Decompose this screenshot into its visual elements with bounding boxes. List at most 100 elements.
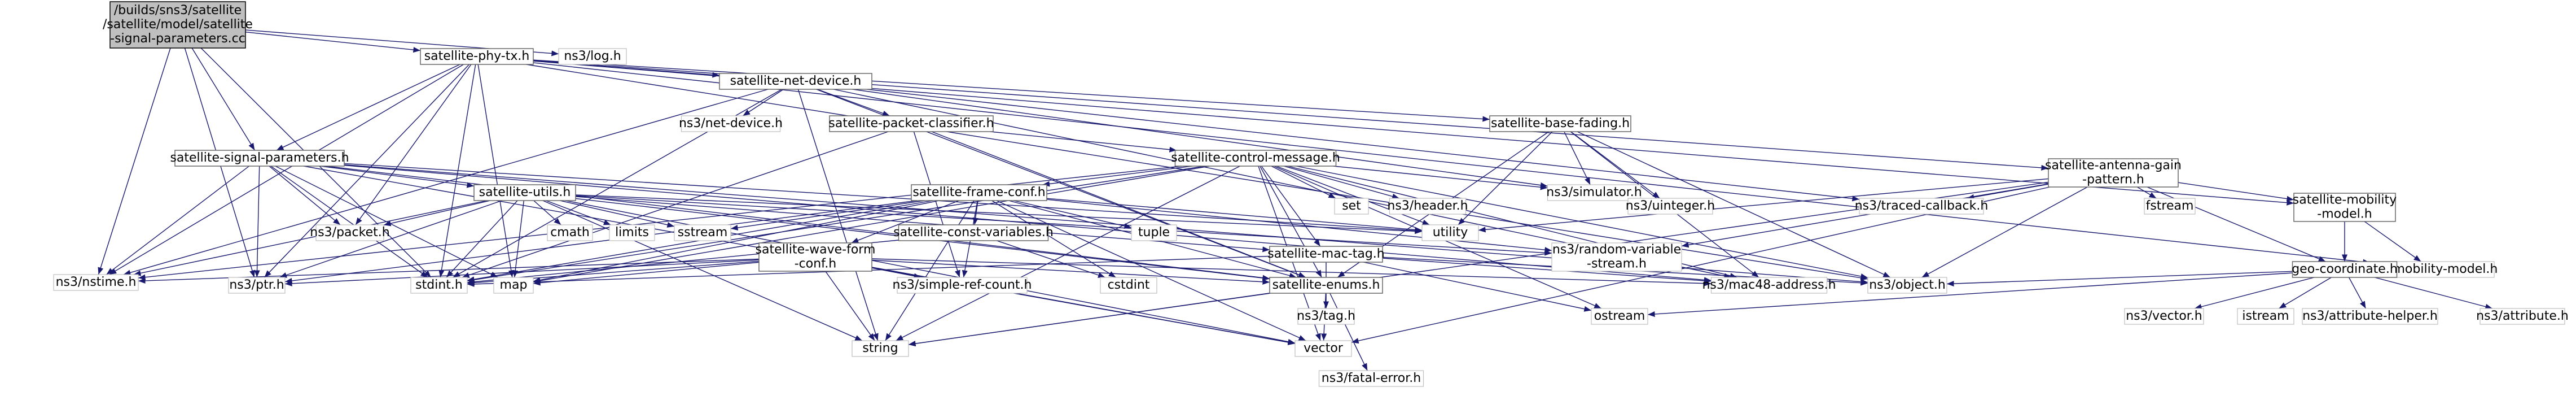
node-tuple: tuple bbox=[1131, 224, 1177, 241]
node-packet: ns3/packet.h bbox=[310, 224, 390, 241]
node-packet-classifier[interactable]: satellite-packet-classifier.h bbox=[828, 115, 994, 132]
edge-const_variables-to-cstdint bbox=[997, 240, 1105, 278]
node-log: ns3/log.h bbox=[558, 48, 627, 65]
edge-signal_params-to-utils bbox=[320, 166, 475, 188]
node-random-variable: ns3/random-variable-stream.h bbox=[1551, 242, 1682, 272]
node-label: ns3/uinteger.h bbox=[1626, 199, 1715, 213]
node-box bbox=[1867, 277, 1947, 294]
edge-utils-to-utility bbox=[575, 194, 1423, 234]
node-box bbox=[1100, 277, 1157, 294]
node-label: geo-coordinate.h bbox=[2292, 262, 2398, 276]
node-label: satellite-enums.h bbox=[1272, 278, 1380, 292]
node-sstream: sstream bbox=[674, 224, 731, 241]
node-label: sstream bbox=[678, 225, 728, 240]
node-simple-ref-count: ns3/simple-ref-count.h bbox=[893, 277, 1032, 294]
edge-utils-to-stdint bbox=[446, 200, 518, 278]
node-label: ns3/ptr.h bbox=[229, 278, 284, 292]
node-label: satellite-net-device.h bbox=[730, 74, 862, 88]
node-box bbox=[1174, 150, 1337, 167]
node-label: utility bbox=[1433, 225, 1468, 240]
edge-utils-to-cmath bbox=[533, 200, 561, 225]
node-box bbox=[897, 277, 1028, 294]
node-enums[interactable]: satellite-enums.h bbox=[1269, 277, 1383, 294]
node-box bbox=[558, 48, 627, 65]
node-tag: ns3/tag.h bbox=[1297, 308, 1355, 325]
node-box bbox=[1710, 277, 1828, 294]
node-geo-coordinate[interactable]: geo-coordinate.h bbox=[2292, 261, 2398, 278]
node-label: ns3/simple-ref-count.h bbox=[893, 278, 1032, 292]
node-const-variables[interactable]: satellite-const-variables.h bbox=[893, 224, 1054, 241]
edge-frame_conf-to-const_variables bbox=[972, 200, 978, 225]
node-label: map bbox=[500, 278, 528, 292]
edge-signal_params-to-utility bbox=[344, 163, 1423, 234]
node-box bbox=[2144, 198, 2196, 215]
edge-signal_params-to-ptr bbox=[254, 166, 260, 278]
node-label: ostream bbox=[1594, 309, 1645, 323]
node-utility: utility bbox=[1421, 224, 1479, 241]
node-label: set bbox=[1342, 199, 1361, 213]
node-string: string bbox=[852, 340, 909, 357]
node-label: ns3/attribute-helper.h bbox=[2302, 309, 2438, 323]
node-label: fstream bbox=[2146, 199, 2194, 213]
node-box bbox=[1318, 370, 1424, 387]
node-control-message[interactable]: satellite-control-message.h bbox=[1171, 150, 1340, 167]
node-net-device-ns3: ns3/net-device.h bbox=[679, 115, 783, 132]
node-antenna-gain[interactable]: satellite-antenna-gain-pattern.h bbox=[2045, 158, 2182, 188]
edge-base_fading-to-uinteger bbox=[1570, 131, 1660, 199]
node-wave-form-conf[interactable]: satellite-wave-form-conf.h bbox=[756, 242, 876, 272]
node-box bbox=[1297, 308, 1355, 325]
node-mac-tag[interactable]: satellite-mac-tag.h bbox=[1267, 246, 1385, 263]
node-root: /builds/sns3/satellite/satellite/model/s… bbox=[103, 1, 253, 49]
node-box bbox=[1131, 224, 1177, 241]
edge-control_message-to-mac_tag bbox=[1261, 166, 1321, 247]
edge-phy_tx-to-signal_params bbox=[276, 64, 460, 151]
node-label: satellite-phy-tx.h bbox=[424, 49, 530, 63]
edge-root-to-nstime bbox=[98, 47, 171, 275]
edge-utils-to-sstream bbox=[559, 200, 675, 228]
node-signal-params[interactable]: satellite-signal-parameters.h bbox=[170, 150, 349, 167]
node-phy-tx[interactable]: satellite-phy-tx.h bbox=[420, 48, 534, 65]
edge-net_device-to-packet_classifier bbox=[817, 89, 890, 116]
node-label: cmath bbox=[550, 225, 590, 240]
edge-control_message-to-string bbox=[896, 166, 1240, 341]
edge-frame_conf-to-utility bbox=[1046, 198, 1423, 233]
edge-frame_conf-to-random_variable bbox=[1046, 199, 1552, 253]
node-label: satellite-wave-form bbox=[756, 243, 876, 257]
node-label: -signal-parameters.cc bbox=[110, 32, 245, 46]
node-box bbox=[109, 1, 246, 49]
edge-control_message-to-stdint bbox=[467, 166, 1205, 283]
node-nstime: ns3/nstime.h bbox=[53, 274, 139, 291]
node-label: ns3/fatal-error.h bbox=[1322, 371, 1421, 385]
edge-frame_conf-to-vector bbox=[996, 200, 1306, 341]
node-box bbox=[473, 184, 576, 201]
node-attribute-helper: ns3/attribute-helper.h bbox=[2302, 308, 2438, 325]
node-box bbox=[1591, 308, 1648, 325]
edge-base_fading-to-object bbox=[1577, 131, 1891, 278]
edge-control_message-to-frame_conf bbox=[1042, 166, 1192, 187]
node-box bbox=[420, 48, 534, 65]
edge-root-to-signal_params bbox=[191, 47, 255, 151]
edge-base_fading-to-simulator bbox=[1564, 131, 1591, 185]
node-box bbox=[228, 277, 286, 294]
node-box bbox=[609, 224, 655, 241]
node-utils[interactable]: satellite-utils.h bbox=[473, 184, 576, 201]
node-mobility-model-sat[interactable]: satellite-mobility-model.h bbox=[2293, 193, 2397, 222]
node-frame-conf[interactable]: satellite-frame-conf.h bbox=[911, 184, 1047, 201]
node-net-device[interactable]: satellite-net-device.h bbox=[719, 73, 872, 90]
node-box bbox=[898, 224, 1049, 241]
edge-geo_coordinate-to-vector3 bbox=[2194, 277, 2315, 310]
node-box bbox=[2302, 308, 2438, 325]
edge-net_device-to-net_device_ns3 bbox=[743, 89, 784, 116]
node-stdint: stdint.h bbox=[410, 277, 468, 294]
node-label: satellite-signal-parameters.h bbox=[170, 151, 349, 165]
edge-frame_conf-to-string bbox=[885, 200, 975, 341]
edge-packet_classifier-to-control_message bbox=[990, 131, 1177, 153]
node-base-fading[interactable]: satellite-base-fading.h bbox=[1489, 115, 1631, 132]
node-label: ns3/nstime.h bbox=[56, 275, 137, 289]
node-label: ns3/tag.h bbox=[1297, 309, 1355, 323]
node-label: satellite-packet-classifier.h bbox=[828, 116, 994, 131]
edge-phy_tx-to-nstime bbox=[109, 64, 464, 275]
edge-frame_conf-to-cstdint bbox=[991, 200, 1116, 278]
node-label: satellite-base-fading.h bbox=[1491, 116, 1630, 131]
edge-antenna_gain-to-object bbox=[1921, 186, 2088, 278]
